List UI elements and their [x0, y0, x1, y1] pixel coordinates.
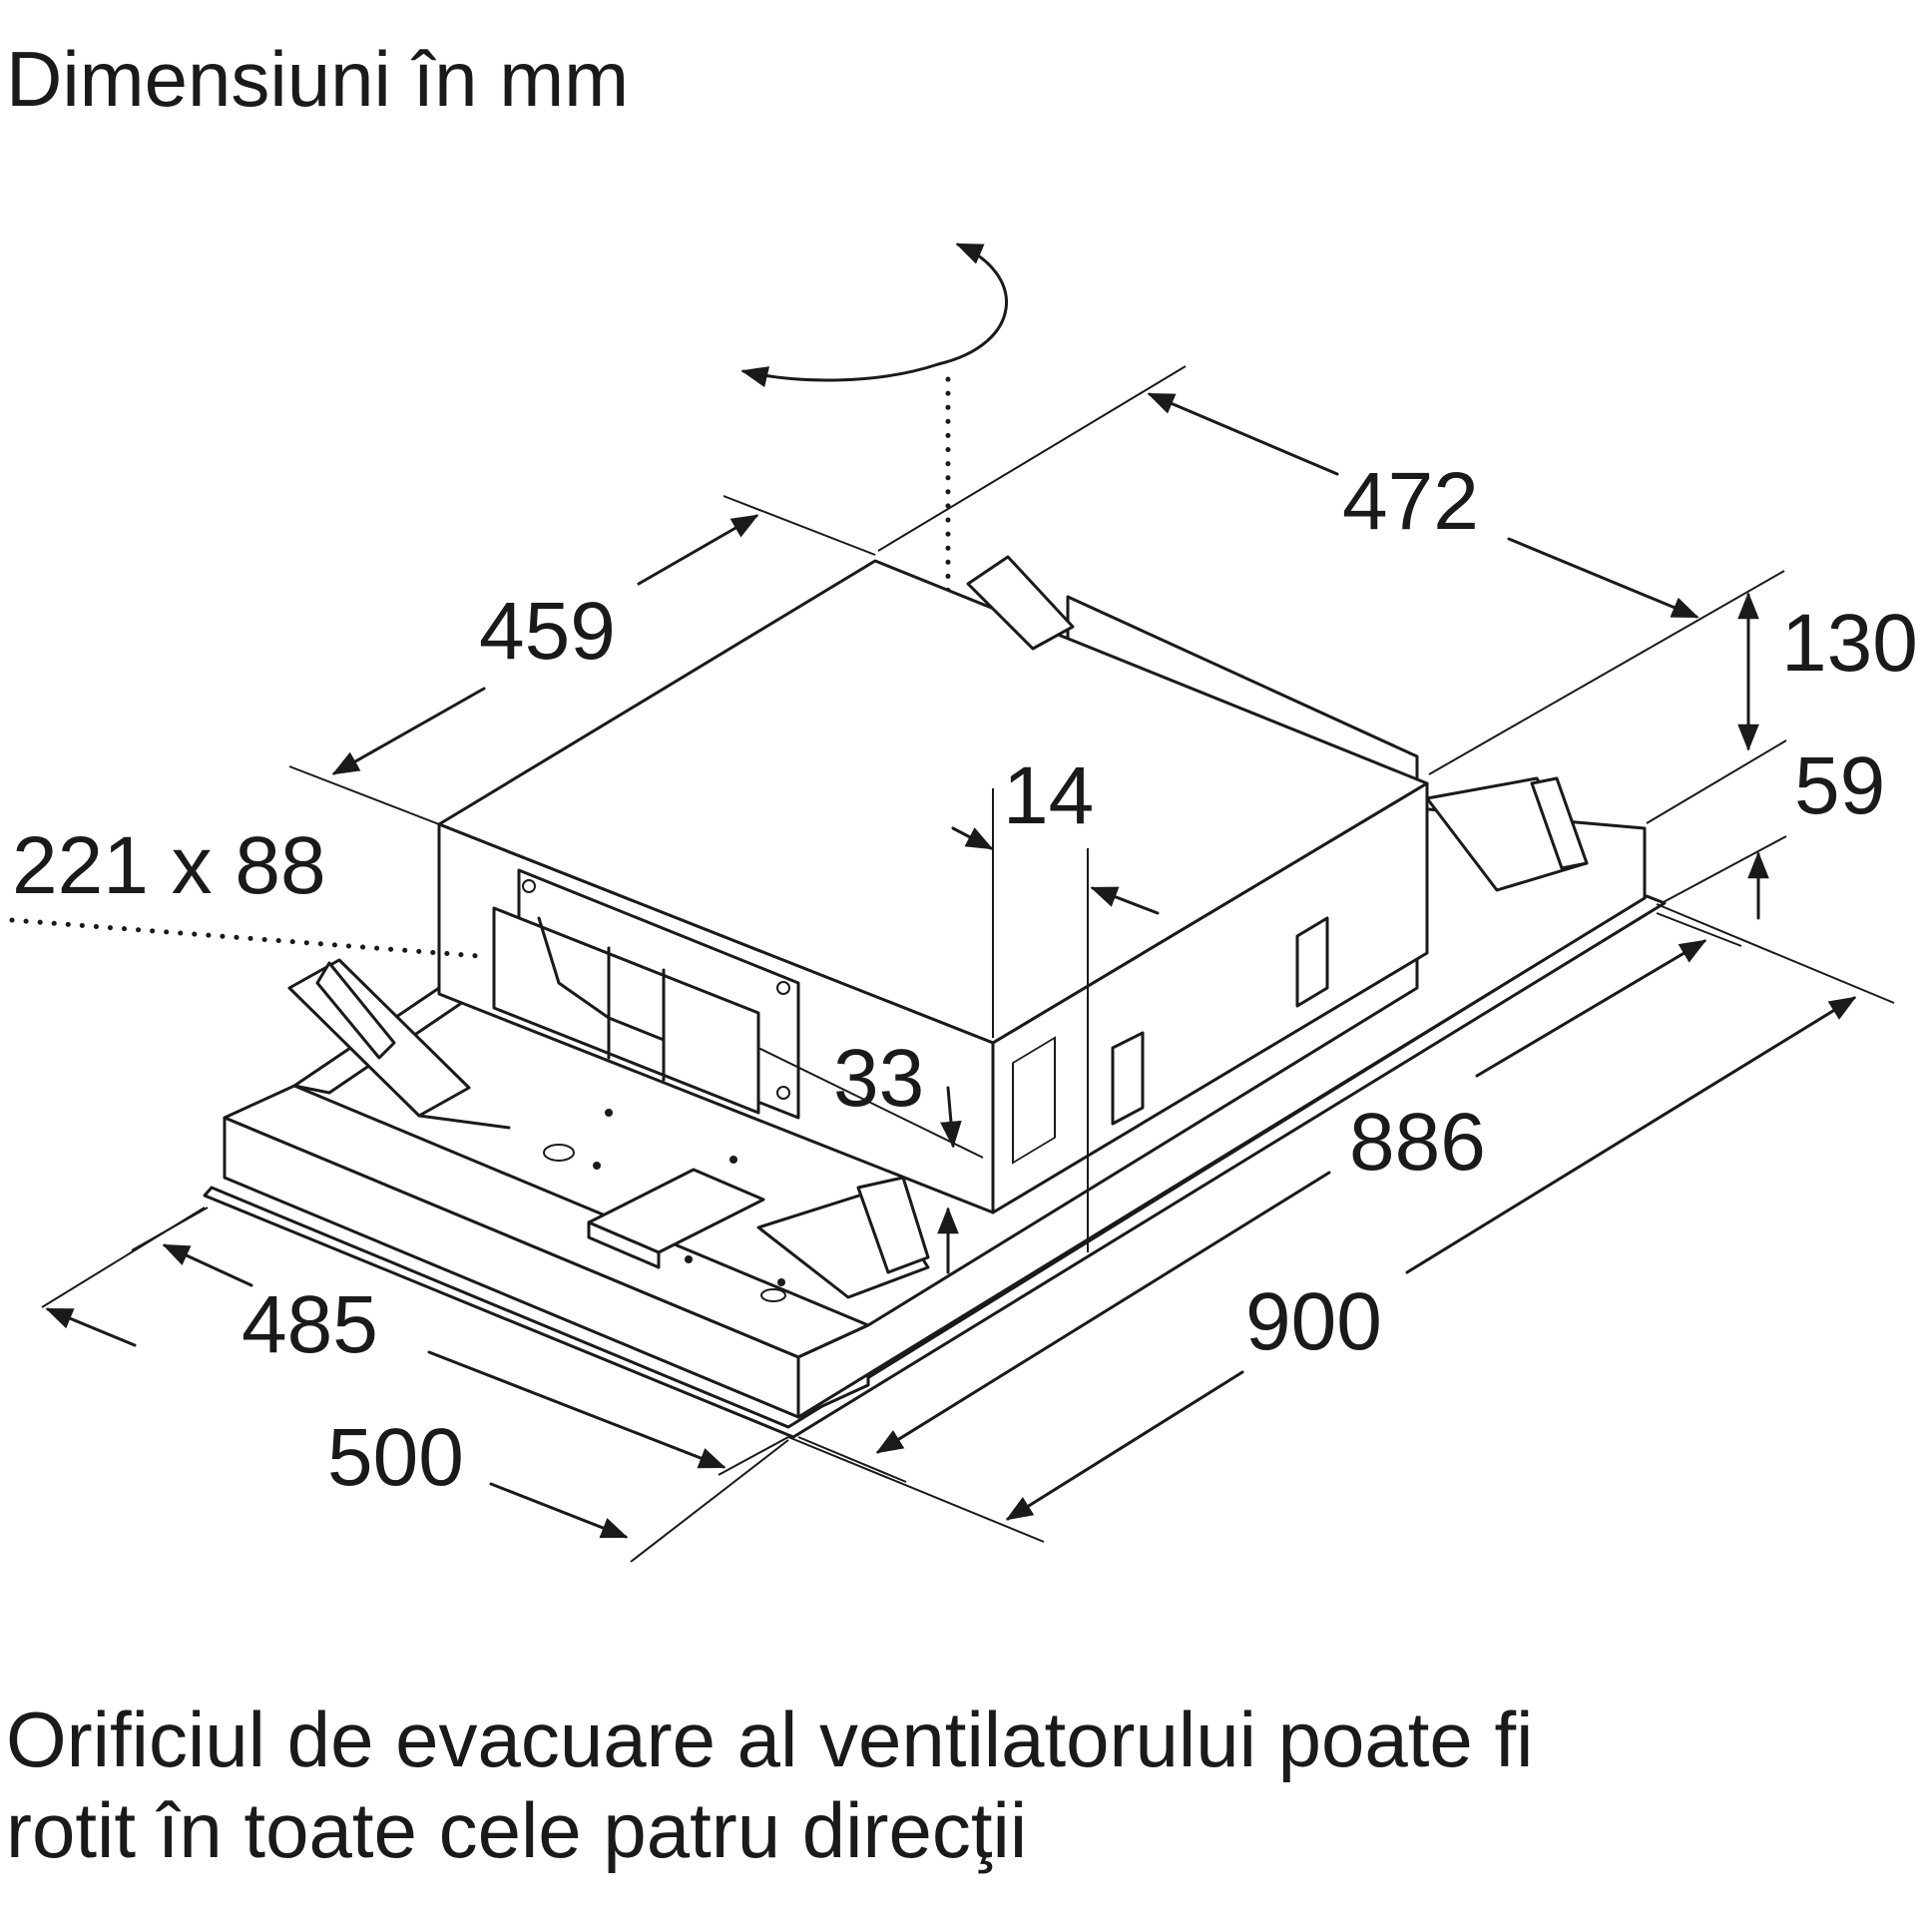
- caption-line-2: rotit în toate cele patru direcţii: [6, 1786, 1028, 1875]
- exhaust-outlet: [492, 868, 800, 1120]
- dim-485-label: 485: [242, 1279, 378, 1370]
- dim-59-label: 59: [1794, 740, 1885, 831]
- dim-900-label: 900: [1245, 1276, 1382, 1367]
- dim-459-label: 459: [479, 586, 616, 677]
- dimension-lines: [9, 365, 1895, 1563]
- mounting-bracket-front-left: [287, 958, 511, 1130]
- rotation-arrow-icon: [740, 242, 1008, 388]
- page-title: Dimensiuni în mm: [6, 35, 630, 123]
- filter-plate: [587, 1168, 765, 1269]
- dim-14-label: 14: [1003, 750, 1094, 841]
- mounting-bracket-front-right: [756, 1176, 930, 1299]
- mounting-bracket-back-left: [966, 555, 1075, 651]
- dim-472-label: 472: [1342, 456, 1479, 547]
- caption-line-1: Orificiul de evacuare al ventilatorului …: [6, 1695, 1534, 1783]
- dim-33-label: 33: [833, 1033, 924, 1124]
- mounting-bracket-back-right: [1425, 776, 1589, 892]
- dim-221x88-label: 221 x 88: [12, 820, 326, 911]
- caption: Orificiul de evacuare al ventilatorului …: [6, 1694, 1922, 1877]
- dim-130-label: 130: [1781, 598, 1918, 689]
- base-holes: [543, 1109, 786, 1302]
- dim-886-label: 886: [1349, 1097, 1486, 1188]
- dim-500-label: 500: [327, 1412, 464, 1503]
